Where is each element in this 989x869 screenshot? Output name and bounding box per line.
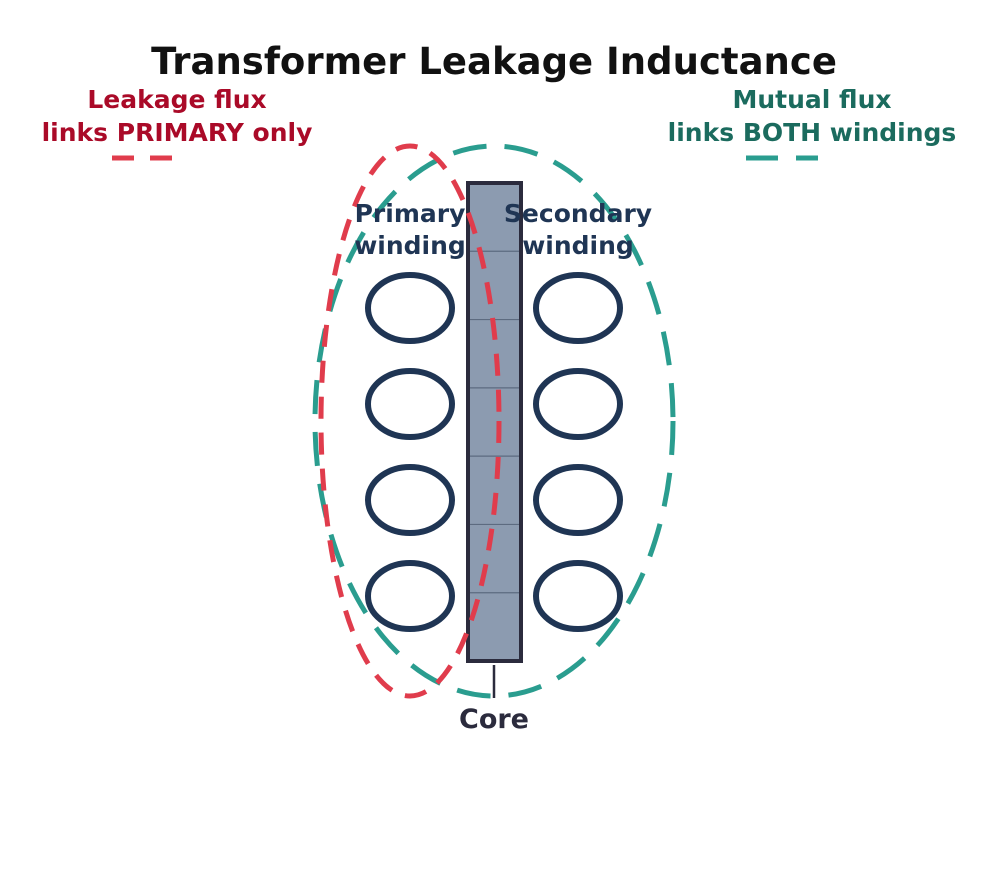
primary-winding xyxy=(365,272,455,632)
primary-winding-turn xyxy=(365,368,455,440)
secondary-winding xyxy=(533,272,623,632)
transformer-core: Core xyxy=(459,181,529,735)
legend-leakage: Leakage flux links PRIMARY only xyxy=(42,85,313,161)
legend-mutual: Mutual flux links BOTH windings xyxy=(668,85,957,161)
primary-label-line2: winding xyxy=(354,231,466,260)
primary-label-line1: Primary xyxy=(355,199,466,228)
secondary-winding-turn xyxy=(533,464,623,536)
legend-leakage-line1: Leakage flux xyxy=(87,85,266,114)
primary-winding-turn xyxy=(365,464,455,536)
primary-winding-label: Primary winding xyxy=(354,199,466,260)
primary-winding-turn xyxy=(365,272,455,344)
mutual-flux-path xyxy=(312,143,676,699)
secondary-winding-turn xyxy=(533,368,623,440)
secondary-label-line1: Secondary xyxy=(504,199,652,228)
secondary-winding-turn xyxy=(533,560,623,632)
leakage-flux-path xyxy=(318,143,502,699)
secondary-label-line2: winding xyxy=(522,231,634,260)
core-label: Core xyxy=(459,704,529,735)
secondary-winding-turn xyxy=(533,272,623,344)
primary-winding-turn xyxy=(365,560,455,632)
secondary-winding-label: Secondary winding xyxy=(504,199,652,260)
legend-leakage-line2: links PRIMARY only xyxy=(42,118,313,147)
legend-mutual-line2: links BOTH windings xyxy=(668,118,957,147)
core-laminations xyxy=(470,250,519,594)
legend-mutual-line1: Mutual flux xyxy=(732,85,891,114)
diagram-title: Transformer Leakage Inductance xyxy=(151,40,837,83)
core-body xyxy=(466,181,523,663)
